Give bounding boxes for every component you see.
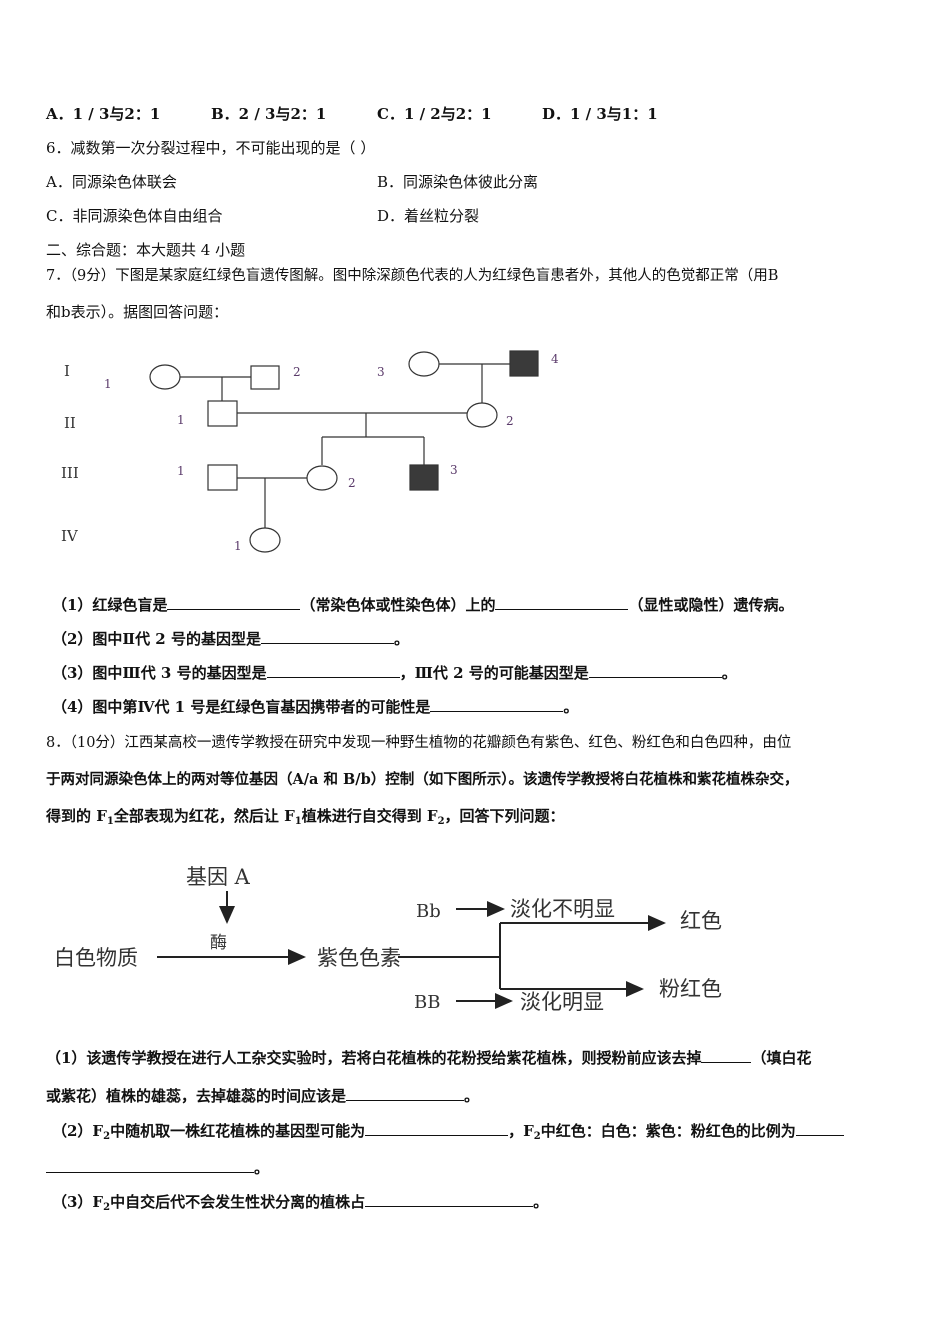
q5-option-a: A．1 / 3与2：1 <box>46 105 161 123</box>
q6-option-c: C．非同源染色体自由组合 <box>46 207 223 225</box>
red-label: 红色 <box>680 909 722 933</box>
answer-blank[interactable] <box>430 697 564 712</box>
q8-stem-line3: 得到的 F1全部表现为红花，然后让 F1植株进行自交得到 F2，回答下列问题： <box>46 807 565 827</box>
q8-stem-line2: 于两对同源染色体上的两对等位基因（A/a 和 B/b）控制（如下图所示）。该遗传… <box>46 771 799 788</box>
answer-blank[interactable] <box>588 663 722 678</box>
answer-blank[interactable] <box>701 1048 752 1063</box>
q7-sub2: （2）图中Ⅱ代 2 号的基因型是。 <box>52 629 409 648</box>
enzyme-label: 酶 <box>210 933 227 953</box>
pedigree-gen-label: II <box>64 414 76 432</box>
pedigree-id-label: 1 <box>177 413 185 427</box>
pedigree-male-ii1 <box>207 400 238 427</box>
q7-sub1: （1）红绿色盲是（常染色体或性染色体）上的（显性或隐性）遗传病。 <box>52 595 794 614</box>
pedigree-male-i2 <box>250 365 280 390</box>
flower-color-pathway-diagram: 基因 A 酶 白色物质 紫色色素 Bb BB 淡化不明显 淡化明显 红色 粉红色 <box>54 865 722 1014</box>
pedigree-affected-male-iii3 <box>409 464 439 491</box>
pedigree-id-label: 2 <box>506 414 514 428</box>
bb-hom-label: BB <box>414 992 440 1013</box>
pedigree-id-label: 2 <box>348 476 356 490</box>
pedigree-affected-male-i4 <box>509 350 539 377</box>
pink-label: 粉红色 <box>659 977 722 1001</box>
pedigree-gen-label: I <box>64 362 70 380</box>
q5-option-b: B．2 / 3与2：1 <box>211 105 327 123</box>
pedigree-female-i3 <box>408 351 440 377</box>
q6-option-d: D．着丝粒分裂 <box>377 207 480 225</box>
pedigree-gen-label: III <box>61 464 79 482</box>
faint-unclear-label: 淡化不明显 <box>510 897 615 921</box>
answer-blank[interactable] <box>795 1121 844 1136</box>
answer-blank[interactable] <box>260 629 394 644</box>
faint-clear-label: 淡化明显 <box>520 990 604 1014</box>
answer-blank[interactable] <box>365 1121 509 1136</box>
answer-blank[interactable] <box>495 595 629 610</box>
q6-option-b: B．同源染色体彼此分离 <box>377 173 539 191</box>
pedigree-id-label: 2 <box>293 365 301 379</box>
pedigree-female-ii2 <box>466 402 498 428</box>
q5-option-c: C．1 / 2与2：1 <box>377 105 492 123</box>
q8-sub3: （3）F2中自交后代不会发生性状分离的植株占。 <box>52 1192 549 1213</box>
pedigree-female-iii2 <box>306 465 338 491</box>
q5-option-d: D．1 / 3与1：1 <box>542 105 658 123</box>
answer-blank[interactable] <box>346 1086 465 1101</box>
q7-stem-line2: 和b表示）。据图回答问题： <box>46 303 229 321</box>
q6-option-a: A．同源染色体联会 <box>46 173 177 191</box>
pedigree-id-label: 3 <box>377 365 385 379</box>
q8-sub2-line2: 。 <box>46 1157 269 1178</box>
q8-sub1-line1: （1）该遗传学教授在进行人工杂交实验时，若将白花植株的花粉授给紫花植株，则授粉前… <box>46 1048 812 1067</box>
pedigree-id-label: 1 <box>104 377 112 391</box>
pedigree-id-label: 4 <box>551 352 559 366</box>
pedigree-gen-label: IV <box>61 527 79 545</box>
white-substance-label: 白色物质 <box>54 946 138 970</box>
pedigree-id-label: 1 <box>177 464 185 478</box>
answer-blank[interactable] <box>167 595 301 610</box>
pedigree-female-iv1 <box>249 527 281 553</box>
pedigree-female-i1 <box>149 364 181 390</box>
answer-blank[interactable] <box>365 1192 534 1207</box>
bb-het-label: Bb <box>416 901 441 922</box>
q6-stem: 6．减数第一次分裂过程中，不可能出现的是（ ） <box>46 139 376 157</box>
purple-pigment-label: 紫色色素 <box>317 946 401 970</box>
q8-sub2-line1: （2）F2中随机取一株红花植株的基因型可能为，F2中红色：白色：紫色：粉红色的比… <box>52 1120 844 1142</box>
pedigree-chart: I II III IV 1 2 3 4 1 2 1 2 3 1 <box>61 350 559 553</box>
answer-blank[interactable] <box>266 663 400 678</box>
q7-stem-line1: 7．（9分）下图是某家庭红绿色盲遗传图解。图中除深颜色代表的人为红绿色盲患者外，… <box>46 268 779 284</box>
pedigree-id-label: 1 <box>234 539 242 553</box>
pedigree-id-label: 3 <box>450 463 458 477</box>
q7-sub4: （4）图中第Ⅳ代 1 号是红绿色盲基因携带者的可能性是。 <box>52 697 579 716</box>
answer-blank[interactable] <box>46 1158 254 1173</box>
q8-sub1-line2: 或紫花）植株的雄蕊，去掉雄蕊的时间应该是。 <box>46 1086 480 1105</box>
q8-stem-line1: 8．（10分）江西某高校一遗传学教授在研究中发现一种野生植物的花瓣颜色有紫色、红… <box>46 735 792 751</box>
section-heading: 二、综合题：本大题共 4 小题 <box>46 241 246 259</box>
pedigree-male-iii1 <box>207 464 238 491</box>
q7-sub3: （3）图中Ⅲ代 3 号的基因型是，Ⅲ代 2 号的可能基因型是。 <box>52 663 737 682</box>
gene-a-label: 基因 A <box>186 865 251 889</box>
